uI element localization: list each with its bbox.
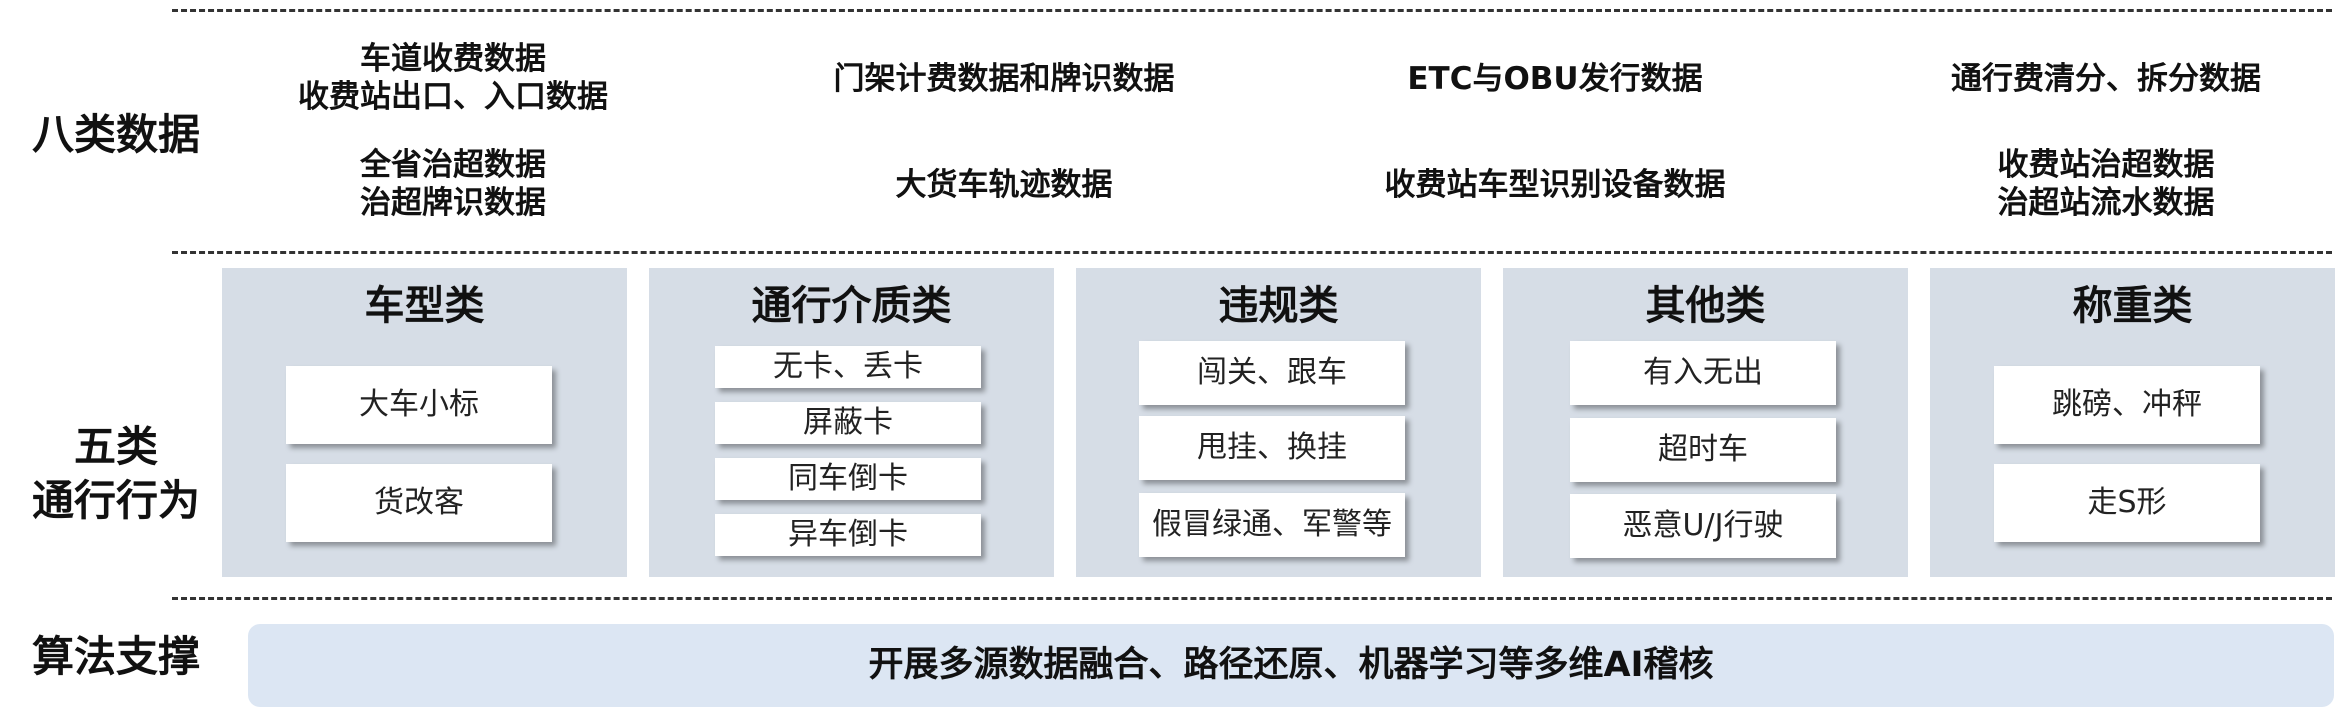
- category-panel-violation: 违规类 闯关、跟车 甩挂、换挂 假冒绿通、军警等: [1076, 268, 1481, 577]
- behavior-item: 异车倒卡: [715, 514, 981, 556]
- row-label-five-types-line1: 五类: [73, 422, 158, 471]
- category-panel-other: 其他类 有入无出 超时车 恶意U/J行驶: [1503, 268, 1908, 577]
- data-item: 收费站车型识别设备数据: [1385, 166, 1726, 204]
- data-item-line: 车道收费数据: [360, 41, 546, 77]
- behavior-item: 跳磅、冲秤: [1994, 366, 2260, 444]
- data-item: ETC与OBU发行数据: [1407, 60, 1702, 98]
- behavior-item: 假冒绿通、军警等: [1139, 493, 1405, 557]
- divider-middle: [172, 251, 2332, 254]
- data-item: 车道收费数据 收费站出口、入口数据: [298, 40, 608, 116]
- data-item: 大货车轨迹数据: [896, 166, 1113, 204]
- behavior-item: 甩挂、换挂: [1139, 416, 1405, 480]
- category-title: 称重类: [2072, 283, 2193, 329]
- category-panel-weighing: 称重类 跳磅、冲秤 走S形: [1930, 268, 2335, 577]
- category-title: 通行介质类: [751, 283, 952, 329]
- behavior-item: 有入无出: [1570, 341, 1836, 405]
- category-title: 其他类: [1645, 283, 1766, 329]
- algorithm-support-bar: 开展多源数据融合、路径还原、机器学习等多维AI稽核: [248, 624, 2334, 707]
- row-label-algorithm: 算法支撑: [31, 632, 200, 681]
- behavior-item: 闯关、跟车: [1139, 341, 1405, 405]
- row-label-five-types: 五类 通行行为: [0, 420, 232, 528]
- data-item-line: 收费站车型识别设备数据: [1384, 167, 1726, 203]
- data-item-line: 门架计费数据和牌识数据: [833, 61, 1175, 97]
- row-label-eight-types: 八类数据: [31, 110, 200, 159]
- data-item: 通行费清分、拆分数据: [1951, 60, 2261, 98]
- category-title: 违规类: [1218, 283, 1339, 329]
- data-item-line: 大货车轨迹数据: [895, 167, 1113, 203]
- data-item: 门架计费数据和牌识数据: [834, 60, 1175, 98]
- data-item-line: 治超站流水数据: [1997, 185, 2215, 221]
- behavior-item: 货改客: [286, 464, 552, 542]
- behavior-item: 超时车: [1570, 418, 1836, 482]
- behavior-item: 屏蔽卡: [715, 402, 981, 444]
- data-item-line: 收费站出口、入口数据: [298, 79, 608, 115]
- data-item: 全省治超数据 治超牌识数据: [360, 146, 546, 222]
- data-item-line: ETC与OBU发行数据: [1407, 61, 1703, 97]
- data-item-line: 通行费清分、拆分数据: [1951, 61, 2261, 97]
- data-item-line: 治超牌识数据: [360, 185, 546, 221]
- data-item-line: 收费站治超数据: [1997, 147, 2215, 183]
- behavior-item: 无卡、丢卡: [715, 346, 981, 388]
- category-panel-vehicle-type: 车型类 大车小标 货改客: [222, 268, 627, 577]
- divider-bottom: [172, 597, 2332, 600]
- behavior-item: 走S形: [1994, 464, 2260, 542]
- divider-top: [172, 9, 2332, 12]
- behavior-item: 恶意U/J行驶: [1570, 494, 1836, 558]
- data-item-line: 全省治超数据: [360, 147, 546, 183]
- category-panel-pass-medium: 通行介质类 无卡、丢卡 屏蔽卡 同车倒卡 异车倒卡: [649, 268, 1054, 577]
- category-title: 车型类: [364, 283, 485, 329]
- row-label-five-types-line2: 通行行为: [31, 476, 200, 525]
- behavior-item: 大车小标: [286, 366, 552, 444]
- data-item: 收费站治超数据 治超站流水数据: [1998, 146, 2215, 222]
- behavior-item: 同车倒卡: [715, 458, 981, 500]
